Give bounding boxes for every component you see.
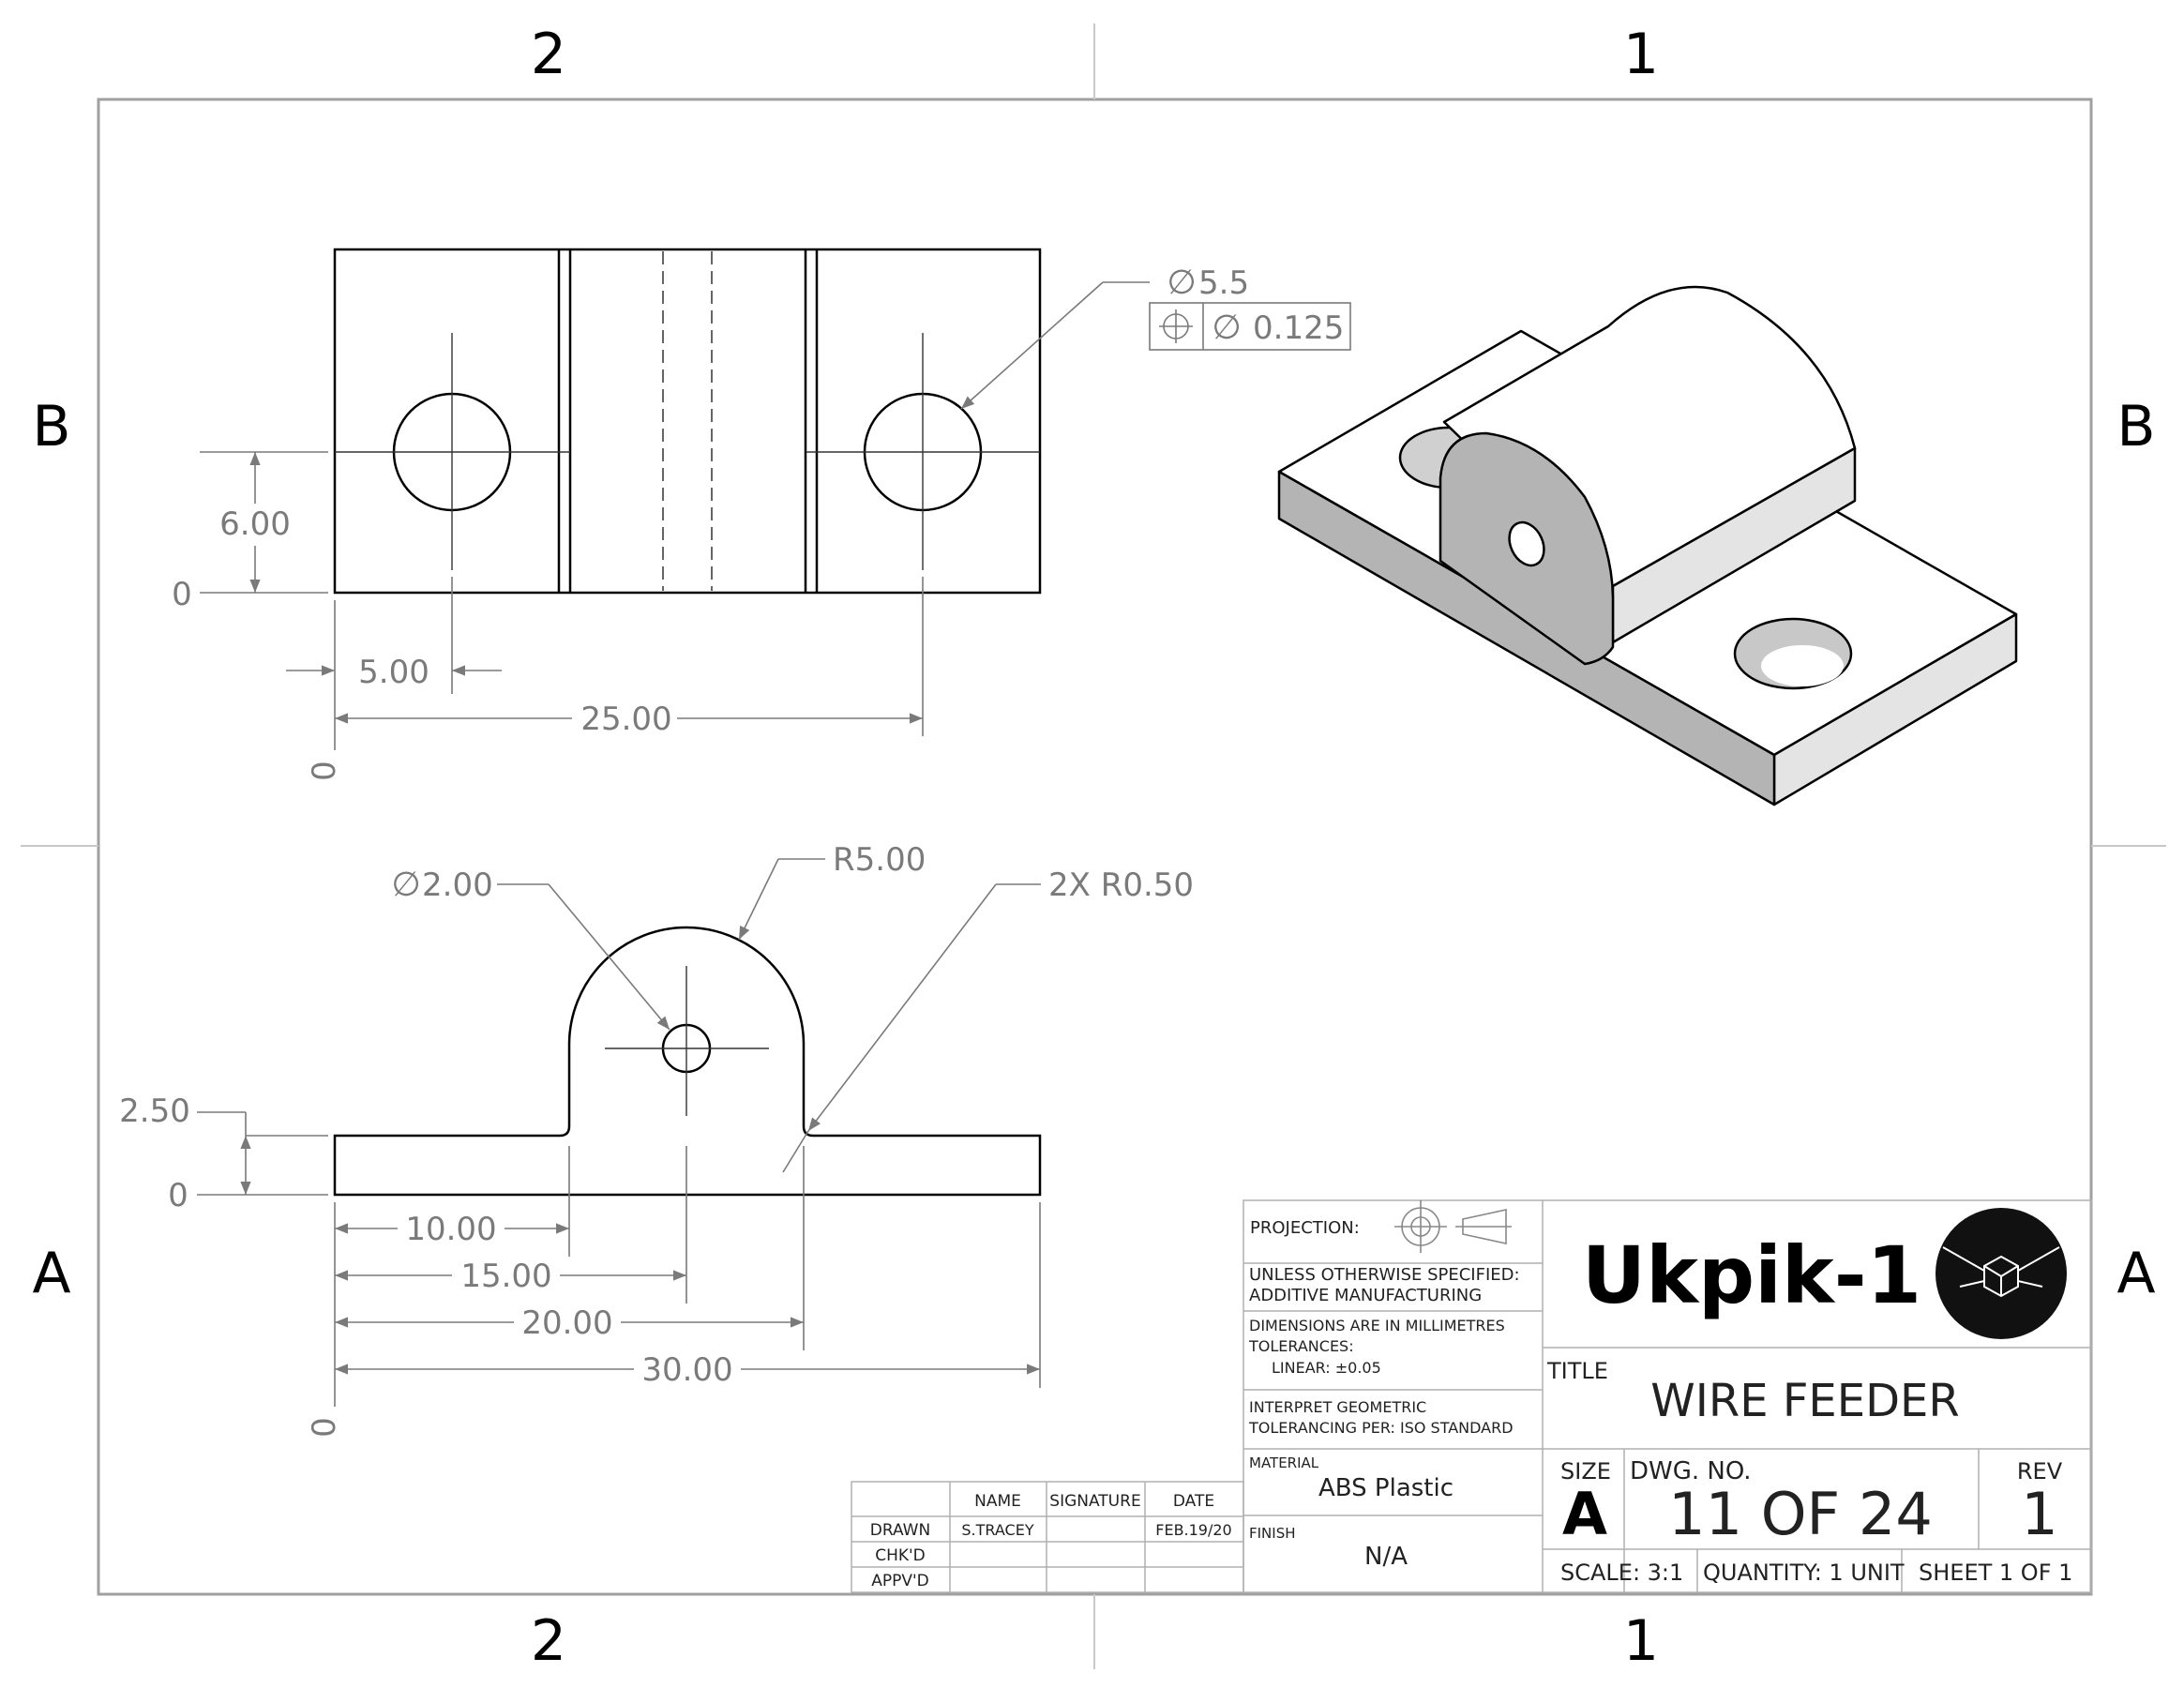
- dwg-no-value: 11 OF 24: [1668, 1480, 1933, 1548]
- zone-labels: 2 1 2 1 B B A A: [32, 22, 2155, 1674]
- dim-base-thickness: 2.50: [119, 1093, 190, 1130]
- front-centerlines: [335, 333, 1040, 570]
- front-view-outline: [333, 248, 1042, 595]
- signature-block: NAME SIGNATURE DATE DRAWN S.TRACEY FEB.1…: [851, 1481, 1244, 1593]
- front-dimension-lines: [200, 281, 1150, 750]
- dim-origin-y-side: 0: [168, 1177, 188, 1214]
- dimensions-note-line3: LINEAR: ±0.05: [1272, 1359, 1381, 1377]
- dim-15: 15.00: [460, 1258, 551, 1295]
- dim-origin-y-front: 0: [172, 576, 192, 613]
- zone-col-2-top: 2: [531, 22, 566, 87]
- dim-20: 20.00: [521, 1304, 612, 1342]
- front-view: 6.00 0 0 5.00 25.00 ∅ 5.5 ∅ 0.125: [172, 248, 1351, 781]
- scale-text: SCALE: 3:1: [1560, 1560, 1683, 1586]
- diameter-symbol-icon: ∅: [1167, 264, 1196, 302]
- sig-row-drawn-label: DRAWN: [870, 1521, 930, 1540]
- side-centerlines: [605, 966, 769, 1116]
- sig-row-appvd-label: APPV'D: [871, 1572, 929, 1590]
- zone-row-a-right: A: [2116, 1241, 2155, 1306]
- interpret-note-line2: TOLERANCING PER: ISO STANDARD: [1248, 1419, 1514, 1437]
- zone-col-1-bottom: 1: [1623, 1608, 1659, 1674]
- title-label: TITLE: [1546, 1358, 1608, 1384]
- title-block: PROJECTION: UNLESS OTHERWISE SPECIFIED: …: [1243, 1199, 2092, 1593]
- size-label: SIZE: [1560, 1458, 1611, 1485]
- dim-origin-x-side: 0: [306, 1417, 343, 1438]
- hole-callout-diameter: 5.5: [1198, 264, 1249, 302]
- zone-row-b-left: B: [32, 394, 70, 460]
- sig-header-signature: SIGNATURE: [1049, 1492, 1140, 1511]
- side-view-outline: [333, 926, 1042, 1197]
- dim-30: 30.00: [641, 1351, 732, 1389]
- size-value: A: [1562, 1480, 1607, 1548]
- dim-hole-offset: 5.00: [358, 654, 429, 691]
- iso-boss-hole: [1508, 520, 1545, 567]
- zone-col-2-bottom: 2: [531, 1608, 566, 1674]
- company-logo: [1935, 1208, 2067, 1339]
- unless-specified-line1: UNLESS OTHERWISE SPECIFIED:: [1249, 1265, 1520, 1285]
- quantity-text: QUANTITY: 1 UNIT: [1703, 1560, 1905, 1586]
- drawing-title: WIRE FEEDER: [1650, 1375, 1959, 1427]
- dimensions-note-line2: TOLERANCES:: [1248, 1337, 1354, 1355]
- sig-row-drawn-date: FEB.19/20: [1155, 1521, 1231, 1539]
- position-tolerance-value: 0.125: [1253, 309, 1344, 347]
- projection-label: PROJECTION:: [1250, 1218, 1360, 1238]
- dwg-no-label: DWG. NO.: [1630, 1457, 1752, 1485]
- sig-row-drawn-name: S.TRACEY: [961, 1521, 1033, 1539]
- sig-row-chkd-label: CHK'D: [875, 1546, 926, 1565]
- finish-value: N/A: [1364, 1543, 1408, 1571]
- hole-callout: ∅ 5.5 ∅ 0.125: [1149, 264, 1351, 351]
- zone-row-a-left: A: [32, 1241, 70, 1306]
- third-angle-projection-icon: [1394, 1200, 1512, 1253]
- side-view: ∅ 2.00 R5.00 2X R0.50 2.50 0 0 10.00 15.…: [119, 841, 1194, 1438]
- sig-header-name: NAME: [974, 1492, 1021, 1511]
- material-label: MATERIAL: [1249, 1454, 1319, 1471]
- diameter-symbol-icon: ∅: [391, 866, 420, 904]
- dim-boss-radius: R5.00: [833, 841, 926, 879]
- cubesat-logo-icon: [1942, 1246, 2060, 1298]
- dimensions-note-line1: DIMENSIONS ARE IN MILLIMETRES: [1249, 1317, 1505, 1334]
- rev-label: REV: [2017, 1458, 2063, 1485]
- dim-10: 10.00: [405, 1211, 496, 1248]
- company-name: Ukpik-1: [1582, 1229, 1921, 1321]
- sheet-text: SHEET 1 OF 1: [1919, 1560, 2072, 1586]
- sig-header-date: DATE: [1173, 1492, 1214, 1511]
- diameter-symbol-icon: ∅: [1212, 309, 1241, 347]
- interpret-note-line1: INTERPRET GEOMETRIC: [1249, 1398, 1426, 1416]
- feature-control-frame: [1149, 302, 1351, 351]
- side-dimension-lines: [197, 858, 1041, 1407]
- sheet-border: [21, 23, 2166, 1669]
- material-value: ABS Plastic: [1318, 1474, 1453, 1502]
- finish-label: FINISH: [1249, 1525, 1296, 1542]
- position-tolerance-icon: [1159, 309, 1193, 343]
- dim-height-front: 6.00: [219, 505, 291, 543]
- isometric-view: [1277, 285, 2018, 806]
- zone-col-1-top: 1: [1623, 22, 1659, 87]
- dim-hole-spacing: 25.00: [580, 701, 671, 738]
- unless-specified-line2: ADDITIVE MANUFACTURING: [1249, 1286, 1482, 1305]
- iso-base-front-side: [1277, 470, 1776, 806]
- dim-fillet-radius: 2X R0.50: [1048, 867, 1194, 904]
- hidden-lines: [662, 251, 713, 591]
- dim-origin-x-front: 0: [306, 761, 343, 781]
- dim-side-hole-diameter: 2.00: [422, 867, 493, 904]
- rev-value: 1: [2021, 1480, 2057, 1548]
- zone-row-b-right: B: [2116, 394, 2155, 460]
